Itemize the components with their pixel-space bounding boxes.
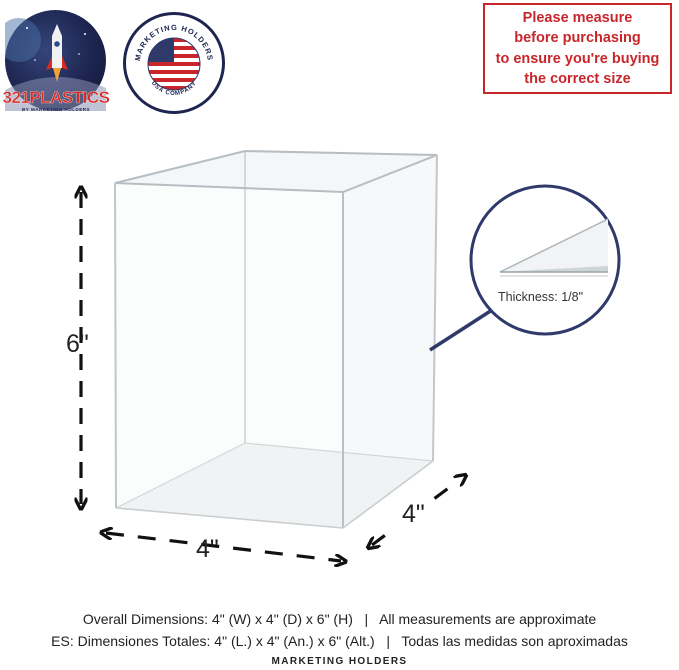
acrylic-box <box>114 149 438 529</box>
notice-line-3: to ensure you're buying <box>495 50 660 67</box>
rocket-icon <box>5 18 106 111</box>
acrylic-sheet-detail <box>499 218 609 277</box>
marketing-holders-badge: MARKETING HOLDERS USA COMPANY <box>123 12 225 114</box>
321plastics-logo: 321PLASTICS BY MARKETING HOLDERS <box>2 10 110 112</box>
dimensions-caption-english: Overall Dimensions: 4" (W) x 4" (D) x 6"… <box>82 611 597 627</box>
height-label: 6" <box>66 330 89 358</box>
dimensions-caption-spanish: ES: Dimensiones Totales: 4" (L.) x 4" (A… <box>51 633 628 649</box>
width-label: 4" <box>196 535 219 563</box>
thickness-label: Thickness: 1/8" <box>498 290 584 304</box>
notice-line-1: Please measure <box>522 9 633 26</box>
thickness-magnifier <box>429 184 621 352</box>
planet-badge <box>5 10 106 111</box>
notice-line-4: the correct size <box>524 71 631 87</box>
notice-line-2: before purchasing <box>514 30 641 46</box>
depth-label: 4" <box>402 500 425 528</box>
logo-tagline: BY MARKETING HOLDERS <box>22 107 90 112</box>
usa-flag-icon: MARKETING HOLDERS USA COMPANY <box>133 23 214 97</box>
brand-footer: MARKETING HOLDERS <box>271 656 408 667</box>
measure-notice-box: Please measure before purchasing to ensu… <box>483 3 672 94</box>
width-arrow <box>106 533 341 561</box>
logo-wordmark: 321PLASTICS <box>2 88 110 107</box>
